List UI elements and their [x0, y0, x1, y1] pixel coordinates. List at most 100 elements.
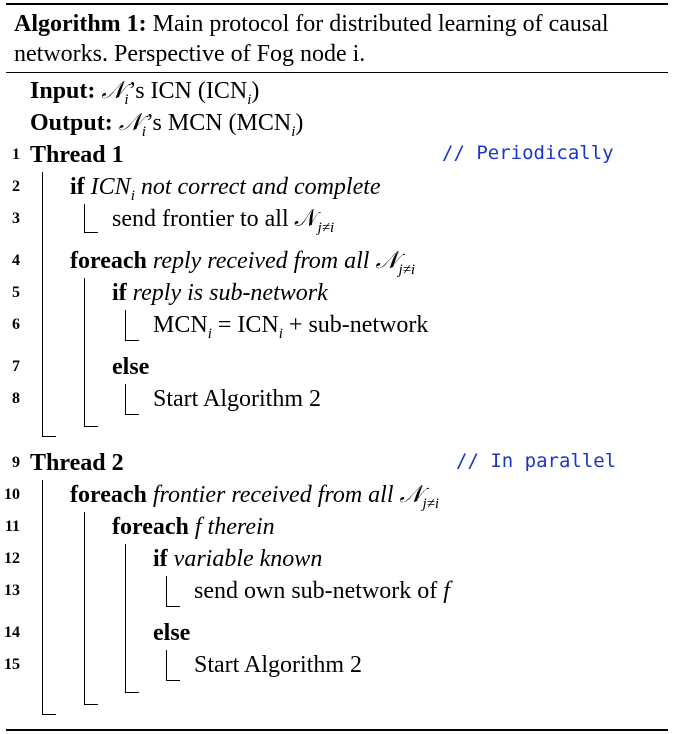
- output-rest: ’s MCN (MCN: [145, 110, 292, 136]
- line-number: 1: [12, 146, 20, 163]
- line-number: 10: [4, 486, 20, 503]
- output-mcn-sub: i: [291, 124, 296, 140]
- icn-sub: i: [278, 326, 283, 342]
- block-tick-else-line7: [125, 414, 139, 415]
- input-line: Input: 𝒩i’s ICN (ICNi): [0, 76, 674, 108]
- algorithm-caption: Algorithm 1: Main protocol for distribut…: [14, 9, 659, 69]
- block-bar-thread1: [42, 172, 43, 436]
- caption-label: Algorithm 1:: [14, 11, 147, 37]
- algo-line-12: 12 if variable known: [0, 544, 674, 574]
- line-number: 6: [12, 316, 20, 333]
- block-bar-foreach-line11: [125, 544, 126, 692]
- mcn-text: MCN: [153, 312, 208, 338]
- condition-icn: ICN: [90, 174, 131, 200]
- else-keyword: else: [112, 354, 150, 380]
- if-condition: reply is sub-network: [132, 280, 328, 306]
- block-bar-if-line5: [125, 310, 126, 340]
- line-number: 4: [12, 252, 20, 269]
- line-number: 12: [4, 550, 20, 567]
- block-bar-thread2: [42, 480, 43, 714]
- line-number: 9: [12, 454, 20, 471]
- output-keyword: Output:: [30, 110, 113, 136]
- block-tick-thread1: [42, 436, 56, 437]
- send-frontier-sub: j≠i: [317, 220, 335, 236]
- input-node: 𝒩: [101, 78, 125, 104]
- thread-1-keyword: Thread 1: [30, 142, 124, 168]
- send-frontier-text: send frontier to all 𝒩: [112, 206, 318, 232]
- line-number: 13: [4, 582, 20, 599]
- condition-rest: not correct and complete: [134, 174, 381, 200]
- foreach-condition-sub: j≠i: [398, 262, 416, 278]
- variable-f: f: [194, 514, 202, 540]
- block-tick-if-line12: [166, 606, 180, 607]
- caption-rule: [6, 72, 668, 73]
- line-number: 3: [12, 210, 20, 227]
- algo-line-14: 14 else: [0, 618, 674, 648]
- input-keyword: Input:: [30, 78, 96, 104]
- top-rule: [6, 3, 668, 5]
- line-number: 11: [4, 518, 20, 535]
- if-keyword: if: [70, 174, 85, 200]
- input-rest: ’s ICN (ICN: [128, 78, 248, 104]
- plus-subnetwork-text: + sub-network: [282, 312, 429, 338]
- output-line: Output: 𝒩i’s MCN (MCNi): [0, 108, 674, 140]
- if-condition: variable known: [173, 546, 323, 572]
- foreach-keyword: foreach: [70, 248, 147, 274]
- block-bar-foreach-line4: [84, 278, 85, 426]
- block-bar-else-line7: [125, 384, 126, 414]
- caption-text: Main protocol for distributed learning o…: [14, 11, 609, 67]
- output-close: ): [295, 110, 304, 136]
- block-bar-if-line12: [166, 576, 167, 606]
- block-bar-else-line14: [166, 650, 167, 680]
- line-number: 2: [12, 178, 20, 195]
- algo-line-15: 15 Start Algorithm 2: [0, 650, 674, 680]
- algo-line-10: 10 foreach frontier received from all 𝒩j…: [0, 480, 674, 512]
- bottom-rule: [6, 729, 668, 731]
- comment-periodically: // Periodically: [442, 142, 614, 164]
- else-keyword: else: [153, 620, 191, 646]
- foreach-condition-sub: j≠i: [422, 496, 440, 512]
- send-subnetwork-text: send own sub-network of: [194, 578, 444, 604]
- block-tick-if-line2: [84, 232, 98, 233]
- foreach-condition: frontier received from all 𝒩: [152, 482, 423, 508]
- algo-line-5: 5 if reply is sub-network: [0, 278, 674, 308]
- if-keyword: if: [112, 280, 127, 306]
- algo-line-1: 1 Thread 1 // Periodically: [0, 140, 674, 170]
- block-tick-if-line5: [125, 340, 139, 341]
- line-number: 7: [12, 358, 20, 375]
- foreach-condition: reply received from all 𝒩: [152, 248, 399, 274]
- input-close: ): [251, 78, 260, 104]
- algo-line-13: 13 send own sub-network of f: [0, 576, 674, 606]
- block-tick-foreach-line4: [84, 426, 98, 427]
- output-node-sub: i: [141, 124, 146, 140]
- algo-line-3: 3 send frontier to all 𝒩j≠i: [0, 204, 674, 236]
- equals-icn-text: = ICN: [211, 312, 279, 338]
- block-tick-thread2: [42, 714, 56, 715]
- start-algorithm-text: Start Algorithm 2: [194, 652, 362, 678]
- therein-text: therein: [201, 514, 275, 540]
- line-number: 15: [4, 656, 20, 673]
- algo-line-4: 4 foreach reply received from all 𝒩j≠i: [0, 246, 674, 278]
- line-number: 14: [4, 624, 20, 641]
- algo-line-11: 11 foreach f therein: [0, 512, 674, 542]
- input-icn-sub: i: [247, 92, 252, 108]
- line-number: 8: [12, 390, 20, 407]
- if-keyword: if: [153, 546, 168, 572]
- foreach-keyword: foreach: [70, 482, 147, 508]
- thread-2-keyword: Thread 2: [30, 450, 124, 476]
- output-node: 𝒩: [118, 110, 142, 136]
- input-node-sub: i: [124, 92, 129, 108]
- line-number: 5: [12, 284, 20, 301]
- algo-line-2: 2 if ICNi not correct and complete: [0, 172, 674, 204]
- algo-line-6: 6 MCNi = ICNi + sub-network: [0, 310, 674, 342]
- block-bar-if-line2: [84, 204, 85, 232]
- mcn-sub: i: [207, 326, 212, 342]
- algo-line-9: 9 Thread 2 // In parallel: [0, 448, 674, 478]
- foreach-keyword: foreach: [112, 514, 189, 540]
- algo-line-7: 7 else: [0, 352, 674, 382]
- block-tick-foreach-line10: [84, 704, 98, 705]
- start-algorithm-text: Start Algorithm 2: [153, 386, 321, 412]
- block-bar-foreach-line10: [84, 512, 85, 704]
- algo-line-8: 8 Start Algorithm 2: [0, 384, 674, 414]
- comment-in-parallel: // In parallel: [456, 450, 617, 472]
